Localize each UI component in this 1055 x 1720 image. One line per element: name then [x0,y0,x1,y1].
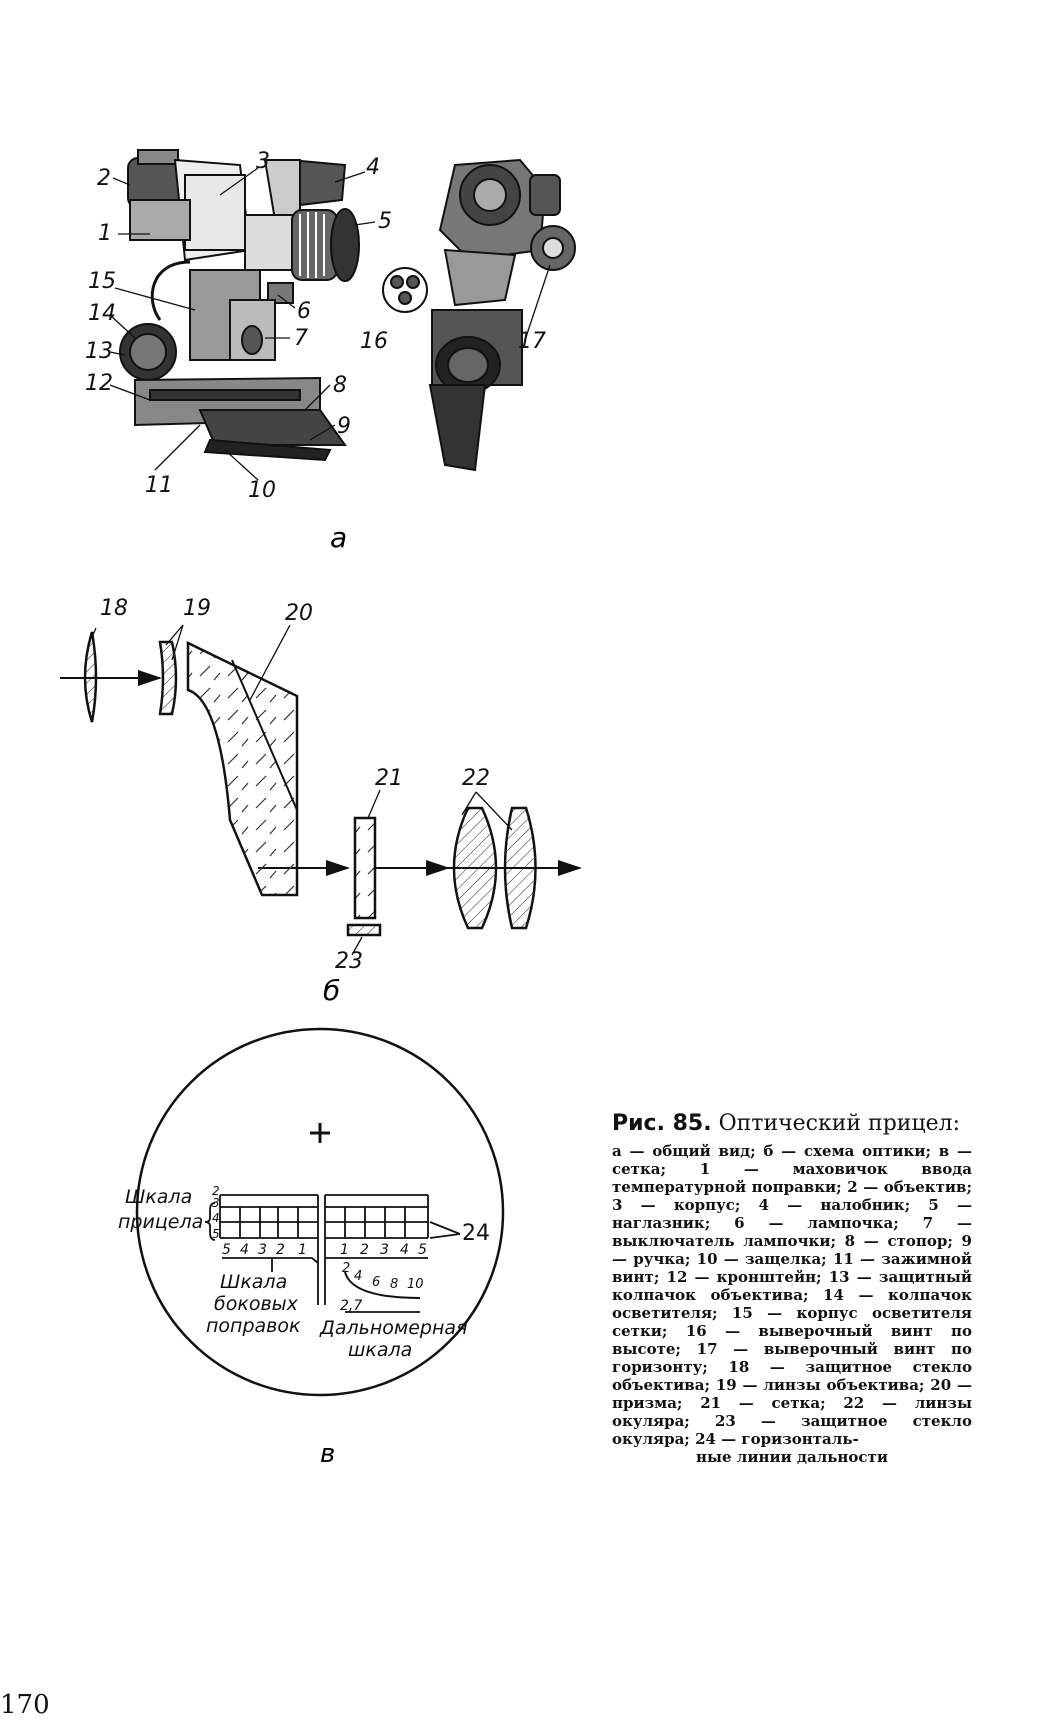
callout-17: 17 [518,329,546,354]
callout-12: 12 [85,371,113,396]
callout-3: 3 [256,149,270,174]
caption-body: а — общий вид; б — схема оптики; в — сет… [612,1142,972,1466]
callout-labels-b: 18 19 20 21 22 23 [100,596,490,974]
figure-caption: Рис. 85. Оптический прицел: а — общий ви… [612,1110,972,1466]
range-number-6: 6 [372,1275,380,1290]
callout-24: 24 [462,1221,490,1246]
scale-digit-5: 5 [212,1227,220,1241]
callout-21: 21 [375,766,403,791]
callout-10: 10 [248,478,276,503]
range-label-line1: Дальномерная [319,1317,467,1339]
caption-legend: а — общий вид; б — схема оптики; в — сет… [612,1142,972,1448]
callout-23: 23 [335,949,363,974]
caption-heading: Рис. 85. Оптический прицел: [612,1110,972,1138]
scale-label-line2: прицела [118,1211,203,1233]
figure-label-v: в [320,1439,335,1469]
caption-legend-last-line: ные линии дальности [696,1448,888,1466]
sight-right-view [382,158,576,472]
left-number-1: 1 [298,1242,307,1258]
side-label-line1: Шкала [220,1271,287,1293]
callout-2: 2 [97,166,111,191]
right-number-2: 2 [360,1242,369,1258]
range-number-4: 4 [354,1269,362,1284]
callout-leaders-a [109,167,551,481]
left-number-5: 5 [222,1242,231,1258]
right-number-3: 3 [380,1242,389,1258]
optical-scheme [60,631,582,937]
range-number-2: 2 [342,1261,350,1276]
range-number-10: 10 [407,1277,424,1292]
callout-16: 16 [360,329,388,354]
callout-7: 7 [294,326,308,351]
callout-22: 22 [462,766,490,791]
callout-8: 8 [333,373,347,398]
callout-5: 5 [378,209,392,234]
callout-14: 14 [88,301,116,326]
range-extra: 2,7 [340,1298,362,1314]
caption-prefix: Рис. 85. [612,1111,712,1136]
scale-digit-4: 4 [212,1211,220,1225]
callout-15: 15 [88,269,116,294]
right-number-1: 1 [340,1242,349,1258]
side-label-line2: боковых [214,1293,299,1315]
callout-labels-a: 1 2 3 4 5 6 7 8 9 10 11 12 13 14 15 16 1… [85,149,546,503]
callout-18: 18 [100,596,128,621]
right-number-4: 4 [400,1242,409,1258]
side-label-line3: поправок [206,1315,301,1337]
caption-title: Оптический прицел: [711,1111,961,1136]
sight-left-view [119,149,360,462]
page-number: 170 [0,1690,50,1720]
callout-20: 20 [285,601,313,626]
left-number-4: 4 [240,1242,249,1258]
callout-6: 6 [297,299,311,324]
scale-digit-3: 3 [212,1196,220,1210]
callout-13: 13 [85,339,113,364]
scale-digit-2: 2 [212,1184,220,1198]
left-number-2: 2 [276,1242,285,1258]
callout-leaders-b [92,624,513,956]
callout-19: 19 [183,596,211,621]
range-label-line2: шкала [348,1339,412,1361]
reticle: Шкала прицела 2 3 4 5 5 4 3 2 1 1 2 3 4 … [118,1027,505,1397]
figure-label-a: а [330,521,347,554]
scale-label-line1: Шкала [125,1186,192,1208]
range-number-8: 8 [390,1277,398,1292]
figure-label-b: б [323,974,340,1007]
callout-11: 11 [145,473,173,498]
right-number-5: 5 [418,1242,427,1258]
callout-9: 9 [337,414,351,439]
callout-1: 1 [98,221,112,246]
callout-4: 4 [366,155,380,180]
left-number-3: 3 [258,1242,267,1258]
